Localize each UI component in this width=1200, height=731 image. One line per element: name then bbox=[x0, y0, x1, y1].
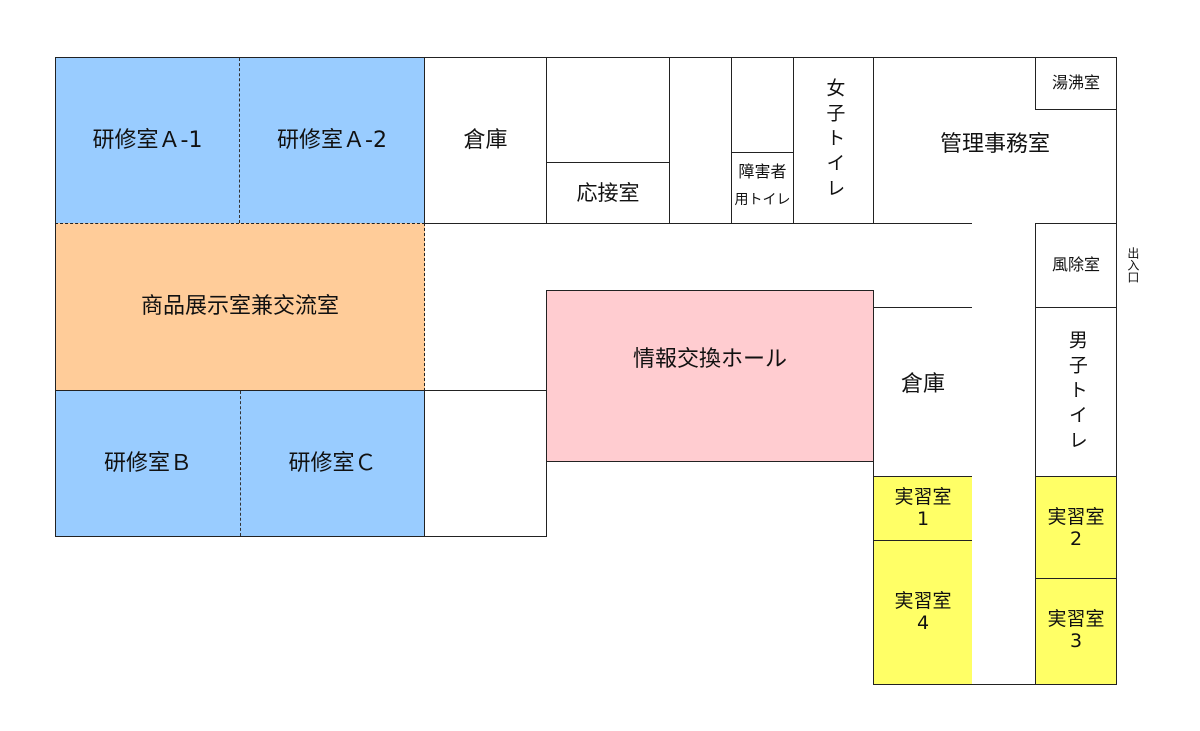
practice-room-4[interactable] bbox=[873, 540, 973, 685]
kettle-room[interactable] bbox=[1035, 57, 1117, 110]
storage-room-top[interactable] bbox=[424, 57, 547, 224]
storage-room-right[interactable] bbox=[873, 307, 973, 477]
kettle-room-label: 湯沸室 bbox=[1051, 73, 1100, 93]
room-divider bbox=[239, 58, 240, 223]
reception-room[interactable] bbox=[546, 162, 670, 224]
training-room-a1-label: 研修室Ａ-1 bbox=[92, 127, 203, 153]
womens-toilet-label: 女子トイレ bbox=[823, 77, 846, 203]
practice-room-2-label: 実習室 2 bbox=[1047, 506, 1105, 550]
storage-room-right-label: 倉庫 bbox=[900, 372, 945, 398]
training-room-c-label: 研修室Ｃ bbox=[288, 450, 377, 476]
practice-room-1-label: 実習室 1 bbox=[894, 485, 952, 530]
storage-room-top-label: 倉庫 bbox=[463, 127, 508, 153]
practice-room-1[interactable] bbox=[873, 476, 973, 541]
corridor-room-blank bbox=[424, 390, 547, 537]
practice-room-2[interactable] bbox=[1035, 476, 1117, 579]
entrance-label: 出入口 bbox=[1125, 247, 1140, 283]
practice-room-3[interactable] bbox=[1035, 578, 1117, 685]
practice-room-3-label: 実習室 3 bbox=[1047, 608, 1105, 652]
windbreak-room-label: 風除室 bbox=[1051, 255, 1100, 275]
corridor-right bbox=[972, 223, 1036, 685]
reception-room-label: 応接室 bbox=[576, 180, 640, 205]
training-room-a2-label: 研修室Ａ-2 bbox=[277, 127, 387, 153]
showroom-exchange-room-label: 商品展示室兼交流室 bbox=[140, 294, 339, 320]
management-office-label: 管理事務室 bbox=[939, 132, 1050, 158]
accessible-toilet-label-2: 用トイレ bbox=[734, 191, 791, 208]
room-divider bbox=[240, 391, 241, 536]
accessible-toilet[interactable] bbox=[731, 152, 794, 224]
training-room-b-label: 研修室Ｂ bbox=[103, 450, 192, 476]
womens-toilet[interactable] bbox=[793, 57, 874, 224]
info-exchange-hall[interactable] bbox=[546, 290, 874, 462]
training-room-a[interactable] bbox=[55, 57, 425, 224]
utility-room bbox=[669, 57, 732, 224]
practice-room-4-label: 実習室 4 bbox=[894, 590, 952, 634]
accessible-toilet-label-1: 障害者 bbox=[738, 161, 787, 181]
mens-toilet-label: 男子トイレ bbox=[1065, 329, 1088, 455]
showroom-exchange-room[interactable] bbox=[55, 223, 425, 391]
info-exchange-hall-label: 情報交換ホール bbox=[632, 347, 787, 373]
